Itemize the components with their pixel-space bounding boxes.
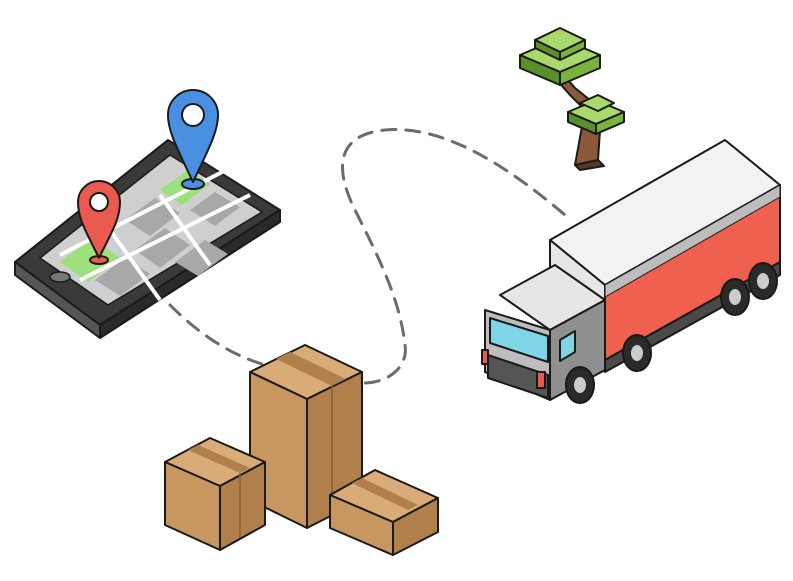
cardboard-boxes — [164, 344, 439, 556]
delivery-truck — [481, 139, 781, 404]
pixel-tree — [519, 27, 625, 171]
smartphone-map — [14, 139, 281, 339]
red-location-pin — [77, 180, 121, 265]
blue-location-pin — [167, 89, 219, 190]
